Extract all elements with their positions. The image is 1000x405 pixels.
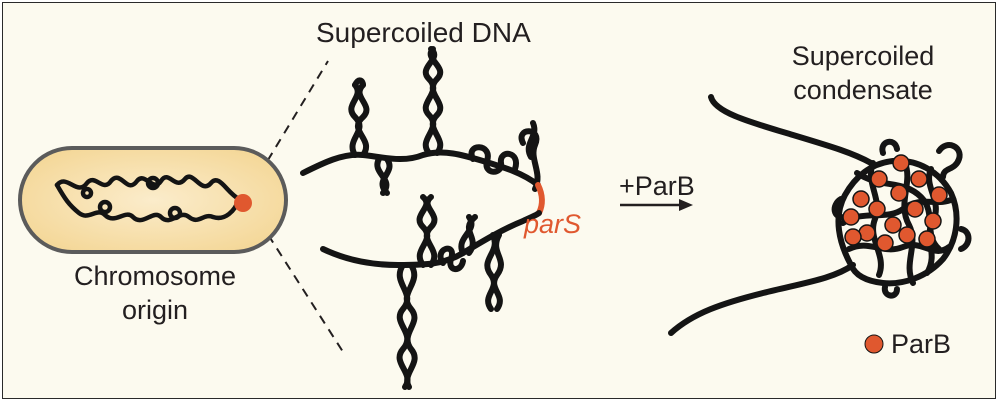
parb-protein — [870, 170, 888, 188]
parb-protein — [844, 228, 862, 246]
diagram-canvas — [18, 46, 972, 390]
parb-protein — [924, 212, 942, 230]
parb-protein — [906, 200, 924, 218]
supercoiled-dna-upper — [300, 46, 541, 196]
supercoiled-dna-title: Supercoiled DNA — [316, 17, 531, 48]
origin-marker — [234, 194, 252, 212]
legend-parb-icon — [864, 334, 884, 354]
parb-protein — [890, 184, 908, 202]
condensate-title-line2: condensate — [793, 75, 933, 105]
add-parb-label: +ParB — [619, 171, 695, 201]
chromosome-dna — [54, 174, 242, 223]
supercoiled-dna-lower — [320, 194, 542, 390]
pars-label: parS — [524, 209, 582, 239]
legend-parb-label: ParB — [891, 329, 952, 359]
parb-protein — [910, 170, 928, 188]
parb-protein — [898, 226, 916, 244]
parb-protein — [884, 216, 902, 234]
condensate-dna — [668, 94, 972, 336]
parb-protein — [892, 154, 910, 172]
chromosome-label: Chromosome — [73, 261, 237, 291]
parb-protein — [930, 186, 948, 204]
zoom-line-bottom — [250, 207, 346, 356]
reaction-arrow — [620, 199, 693, 211]
parb-protein — [918, 230, 936, 248]
parb-protein — [852, 190, 870, 208]
condensate-title-line1: Supercoiled — [791, 41, 935, 71]
figure-panel: Supercoiled DNA Chromosome origin parS +… — [2, 2, 996, 399]
parb-proteins — [842, 154, 948, 252]
parb-protein — [876, 234, 894, 252]
parb-protein — [842, 208, 860, 226]
parb-protein — [868, 200, 886, 218]
bacterial-cell — [18, 146, 288, 254]
origin-label: origin — [121, 295, 189, 325]
